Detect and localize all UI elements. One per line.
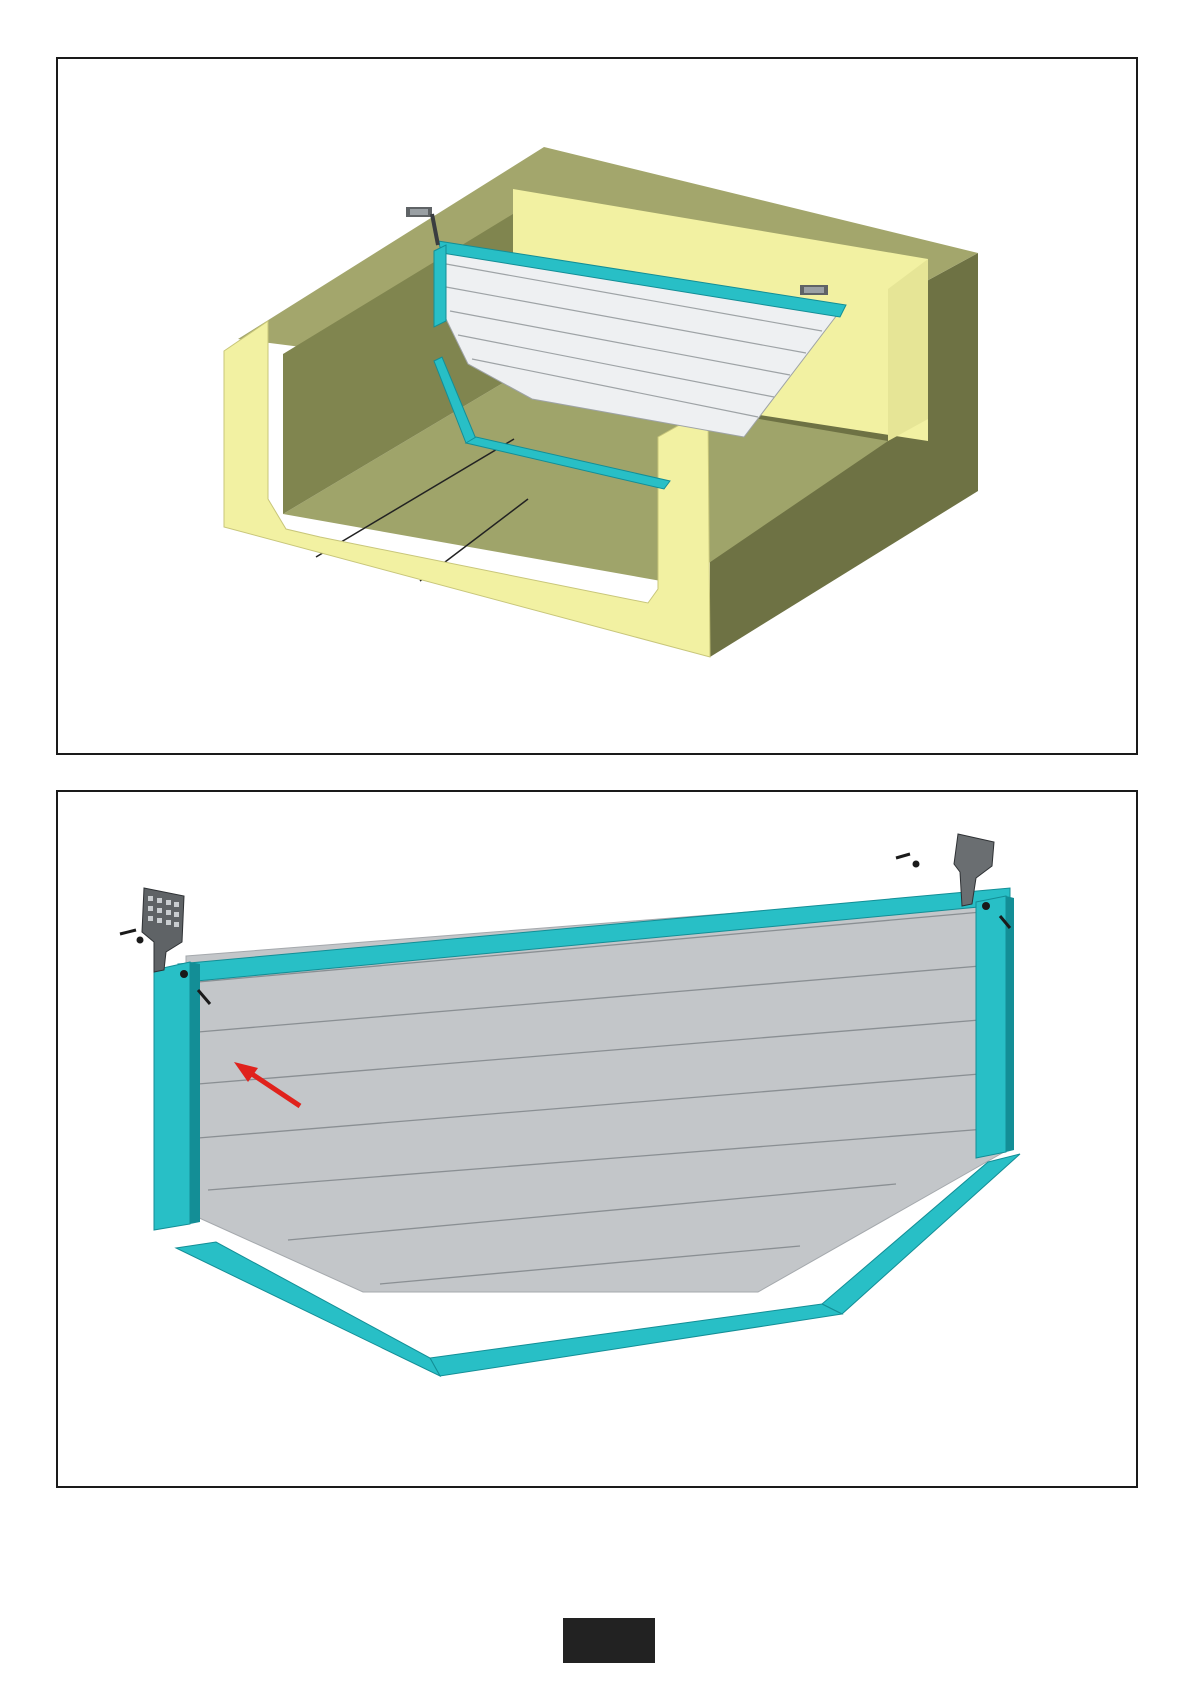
figure-wall-panel-detail xyxy=(56,790,1138,1488)
pool-illustration xyxy=(58,59,1136,753)
panel-detail-illustration xyxy=(58,792,1136,1486)
figure-pool-overview xyxy=(56,57,1138,755)
bracket-icon xyxy=(800,285,828,295)
bracket-icon xyxy=(142,888,184,972)
panel-right-upright xyxy=(976,896,1006,1158)
screw-icon xyxy=(896,854,920,868)
panel-left-upright xyxy=(154,962,190,1230)
pool-inner-right-wall xyxy=(888,259,928,441)
screw-icon xyxy=(120,930,144,944)
panel-bottom-rail-middle xyxy=(430,1304,842,1376)
panel-left-upright xyxy=(434,245,446,327)
page-number-box xyxy=(563,1618,655,1663)
